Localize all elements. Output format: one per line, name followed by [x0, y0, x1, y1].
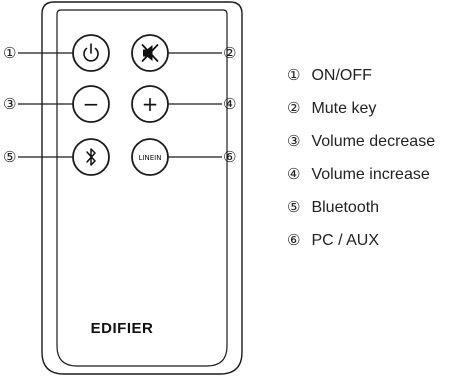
power-button[interactable]	[72, 34, 110, 72]
legend-text: Mute key	[311, 100, 377, 117]
callout-6: ⑥	[223, 148, 236, 166]
legend-num: ③	[287, 132, 301, 150]
callout-4: ④	[223, 95, 236, 113]
volume-up-button[interactable]: +	[131, 85, 169, 123]
legend-text: ON/OFF	[311, 67, 372, 84]
legend-item: ⑤ Bluetooth	[287, 196, 435, 218]
legend-num: ⑤	[287, 198, 301, 216]
legend-num: ①	[287, 66, 301, 84]
callout-2: ②	[223, 44, 236, 62]
legend-item: ③ Volume decrease	[287, 130, 435, 152]
line-in-button[interactable]: LINEIN	[131, 138, 169, 176]
legend-num: ②	[287, 99, 301, 117]
legend-text: Volume increase	[311, 166, 430, 183]
callout-3: ③	[3, 95, 16, 113]
legend-item: ④ Volume increase	[287, 163, 435, 185]
volume-down-button[interactable]: −	[72, 85, 110, 123]
minus-icon: −	[83, 92, 100, 116]
callout-1: ①	[3, 44, 16, 62]
power-icon	[83, 43, 99, 62]
line-in-label: LINEIN	[139, 154, 162, 162]
legend-text: Bluetooth	[311, 199, 380, 216]
legend-text: Volume decrease	[311, 133, 436, 150]
legend-num: ⑥	[287, 231, 301, 249]
legend-num: ④	[287, 165, 301, 183]
bluetooth-button[interactable]	[72, 138, 110, 176]
brand-logo: EDIFIER	[91, 320, 154, 337]
mute-button[interactable]	[131, 34, 169, 72]
mute-icon	[141, 44, 159, 62]
legend-text: PC / AUX	[311, 232, 380, 249]
legend-list: ① ON/OFF ② Mute key ③ Volume decrease ④ …	[287, 64, 435, 262]
legend-item: ② Mute key	[287, 97, 435, 119]
leader-lines	[18, 52, 222, 158]
bluetooth-icon	[86, 148, 96, 166]
legend-item: ① ON/OFF	[287, 64, 435, 86]
plus-icon: +	[142, 92, 159, 116]
callout-5: ⑤	[3, 148, 16, 166]
legend-item: ⑥ PC / AUX	[287, 229, 435, 251]
